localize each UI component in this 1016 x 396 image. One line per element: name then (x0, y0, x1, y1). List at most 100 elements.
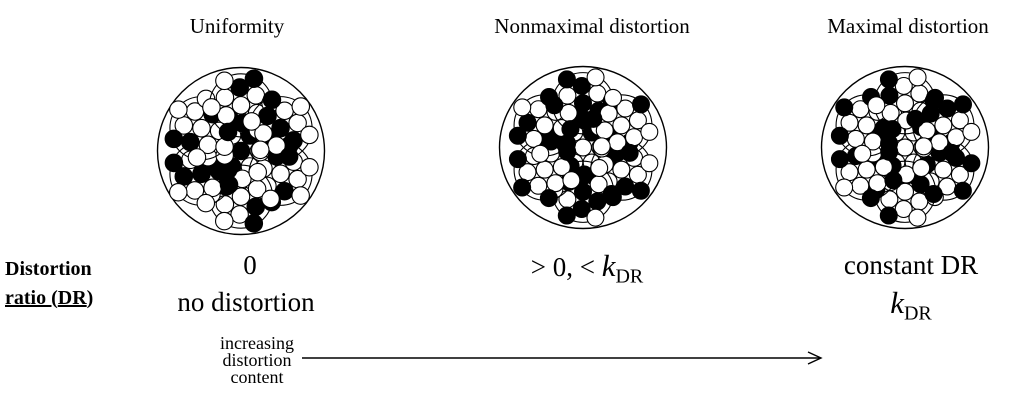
empty-strand (946, 128, 965, 147)
empty-strand (196, 193, 216, 213)
empty-strand (586, 68, 605, 87)
filled-strand (631, 181, 650, 200)
filled-strand (924, 184, 943, 203)
empty-strand (248, 162, 267, 182)
empty-strand (604, 88, 623, 107)
k-symbol: k (890, 285, 904, 320)
k-symbol: k (601, 248, 616, 283)
filled-strand (513, 178, 532, 197)
empty-strand (562, 171, 581, 190)
sub-bundle (202, 160, 280, 233)
filled-strand (942, 143, 961, 162)
empty-strand (640, 154, 659, 173)
maximal-bundle-diagram (820, 65, 990, 230)
filled-strand (244, 214, 264, 233)
sub-bundle (164, 89, 239, 167)
filled-strand (584, 109, 603, 128)
empty-strand (251, 140, 270, 160)
filled-strand (883, 120, 902, 139)
filled-strand (620, 143, 639, 162)
uniform-dr-value: 0 (243, 250, 257, 280)
filled-strand (573, 94, 593, 113)
empty-strand (640, 122, 659, 141)
filled-strand (181, 132, 200, 152)
dr-label-abbrev: DR (57, 287, 87, 309)
empty-strand (857, 160, 876, 179)
empty-strand (586, 208, 605, 227)
filled-strand (192, 164, 211, 184)
empty-strand (300, 157, 319, 177)
empty-strand (934, 116, 953, 135)
arrow-label-line2: distortion (222, 350, 292, 370)
filled-strand (279, 147, 299, 166)
nonmaximal-dr-value: > 0, < kDR (531, 248, 644, 288)
filled-strand (906, 109, 925, 128)
filled-strand (962, 154, 981, 173)
filled-strand (230, 78, 250, 97)
filled-strand (631, 95, 650, 114)
empty-strand (599, 104, 618, 123)
increasing-distortion-label: increasing distortion content (220, 334, 294, 387)
filled-strand (835, 98, 854, 117)
filled-strand (231, 141, 251, 161)
filled-strand (861, 189, 880, 208)
filled-strand (262, 90, 282, 110)
empty-strand (242, 112, 261, 131)
filled-strand (884, 171, 903, 190)
empty-strand (912, 159, 931, 178)
increasing-distortion-arrow (302, 351, 823, 365)
filled-strand (602, 184, 621, 203)
filled-strand (557, 206, 576, 225)
empty-strand (300, 125, 319, 145)
empty-strand (215, 71, 234, 91)
filled-strand (164, 153, 184, 173)
filled-strand (271, 118, 290, 138)
filled-strand (164, 129, 184, 149)
sub-bundle (584, 88, 659, 162)
uniform-dr-description: no distortion (177, 287, 315, 317)
dr-label-ratio-text: ratio ( (5, 287, 58, 309)
empty-strand (531, 144, 550, 163)
dr-label-close: ) (86, 287, 94, 309)
empty-strand (271, 164, 290, 184)
empty-strand (261, 189, 280, 209)
uniformity-title: Uniformity (189, 14, 285, 38)
filled-strand (830, 150, 849, 169)
nonmaximal-distortion-title: Nonmaximal distortion (494, 14, 690, 38)
empty-strand (230, 205, 249, 224)
arrow-label-line3: content (230, 367, 284, 387)
empty-strand (291, 186, 310, 205)
distortion-ratio-label: Distortion ratio (DR) (5, 258, 93, 310)
filled-strand (879, 70, 898, 89)
filled-strand (545, 96, 564, 115)
empty-strand (934, 160, 953, 179)
filled-strand (557, 70, 576, 89)
empty-strand (857, 116, 876, 135)
empty-strand (612, 160, 631, 179)
sub-bundle (508, 87, 581, 163)
empty-strand (853, 144, 872, 163)
filled-strand (572, 76, 591, 95)
filled-strand (572, 200, 591, 219)
nonmaximal-bundle-diagram (498, 65, 668, 230)
filled-strand (219, 175, 239, 194)
sub-bundle (242, 90, 319, 166)
empty-strand (867, 96, 886, 115)
empty-strand (895, 94, 915, 113)
distortion-ratio-line2: ratio (DR) (5, 287, 93, 310)
empty-strand (192, 118, 211, 138)
filled-strand (258, 106, 277, 126)
empty-strand (291, 97, 311, 116)
k-subscript: DR (615, 265, 644, 288)
empty-strand (894, 200, 913, 219)
empty-strand (535, 160, 554, 179)
filled-strand (921, 104, 940, 123)
filled-strand (830, 126, 849, 145)
empty-strand (962, 122, 981, 141)
uniform-bundle-diagram (156, 66, 326, 236)
maximal-distortion-title: Maximal distortion (827, 14, 989, 38)
filled-strand (926, 88, 945, 107)
empty-strand (895, 138, 915, 157)
empty-strand (215, 211, 234, 231)
empty-strand (908, 68, 927, 87)
